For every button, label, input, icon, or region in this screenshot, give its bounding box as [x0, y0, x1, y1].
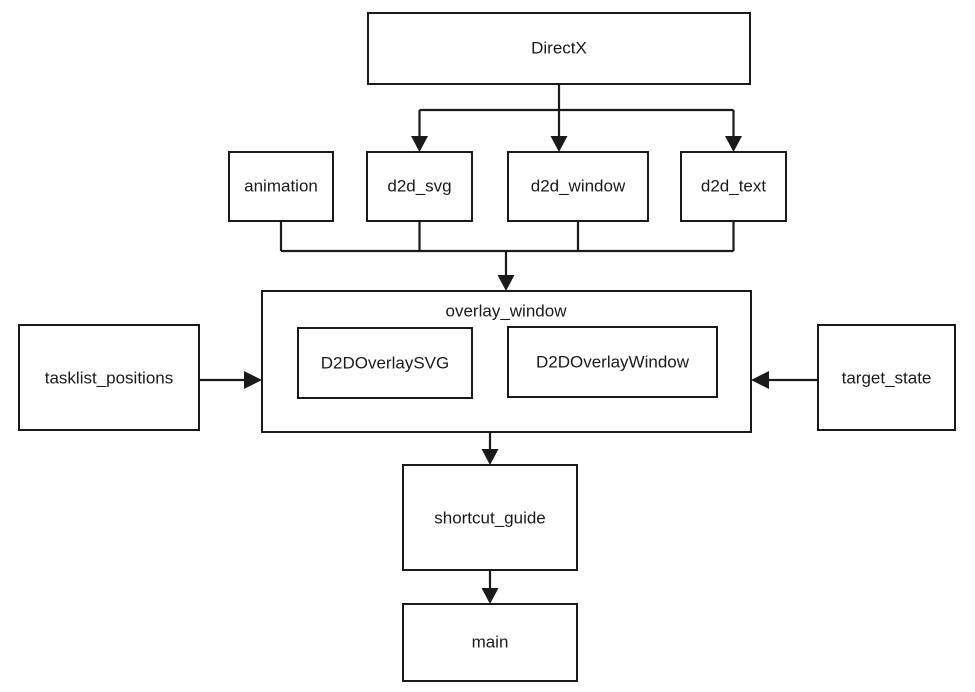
node-d2d-text-rect[interactable]: [680, 151, 787, 222]
node-tasklist-positions-label: tasklist_positions: [45, 368, 174, 387]
edge-shortcut-to-main: [481, 570, 499, 604]
arrowhead-shortcut-guide: [481, 449, 499, 465]
node-main[interactable]: main: [402, 603, 578, 682]
arrowhead-main: [481, 588, 499, 604]
node-d2d-svg[interactable]: d2d_svg: [366, 151, 473, 222]
node-target-state-rect[interactable]: [817, 324, 956, 431]
node-directx[interactable]: DirectX: [367, 12, 751, 85]
node-main-rect[interactable]: [402, 603, 578, 682]
edges-layer: [199, 84, 818, 604]
node-shortcut-guide-label: shortcut_guide: [434, 508, 546, 527]
arrowhead-d2d_svg: [411, 136, 428, 152]
node-main-label: main: [472, 632, 509, 651]
edge-row2-merge: [279, 221, 735, 291]
node-animation-rect[interactable]: [228, 151, 334, 222]
node-d2d-window-label: d2d_window: [531, 176, 626, 195]
node-d2d-text[interactable]: d2d_text: [680, 151, 787, 222]
node-shortcut-guide[interactable]: shortcut_guide: [402, 464, 578, 571]
edge-directx-fanout: [411, 84, 742, 152]
node-d2doverlaywindow-label: D2DOverlayWindow: [536, 352, 690, 371]
arrowhead-overlay-window-right: [751, 371, 769, 389]
node-d2doverlaysvg[interactable]: D2DOverlaySVG: [297, 327, 473, 399]
node-d2d-window[interactable]: d2d_window: [507, 151, 649, 222]
group-overlay-window-label: overlay_window: [446, 301, 568, 320]
node-d2doverlaywindow-rect[interactable]: [507, 326, 718, 398]
arrowhead-overlay-window-top: [497, 275, 515, 291]
arrowhead-d2d_text: [725, 136, 742, 152]
node-shortcut-guide-rect[interactable]: [402, 464, 578, 571]
node-d2doverlaywindow[interactable]: D2DOverlayWindow: [507, 326, 718, 398]
node-directx-label: DirectX: [531, 38, 587, 57]
node-target-state-label: target_state: [842, 368, 932, 387]
node-animation[interactable]: animation: [228, 151, 334, 222]
node-d2doverlaysvg-rect[interactable]: [297, 327, 473, 399]
node-tasklist-positions-rect[interactable]: [18, 324, 200, 431]
edge-tasklist-to-overlay: [199, 371, 262, 389]
node-d2doverlaysvg-label: D2DOverlaySVG: [321, 353, 449, 372]
node-tasklist-positions[interactable]: tasklist_positions: [18, 324, 200, 431]
node-d2d-window-rect[interactable]: [507, 151, 649, 222]
node-d2d-svg-label: d2d_svg: [387, 176, 451, 195]
edge-target-to-overlay: [751, 371, 818, 389]
node-d2d-text-label: d2d_text: [701, 176, 766, 195]
node-directx-rect[interactable]: [367, 12, 751, 85]
arrowhead-d2d_window: [550, 136, 568, 152]
node-target-state[interactable]: target_state: [817, 324, 956, 431]
nodes-layer: DirectX animation d2d_svg d2d_window d2d…: [18, 12, 956, 682]
node-animation-label: animation: [244, 176, 318, 195]
arrowhead-overlay-window-left: [244, 371, 262, 389]
edge-overlay-to-shortcut: [481, 432, 499, 465]
node-d2d-svg-rect[interactable]: [366, 151, 473, 222]
